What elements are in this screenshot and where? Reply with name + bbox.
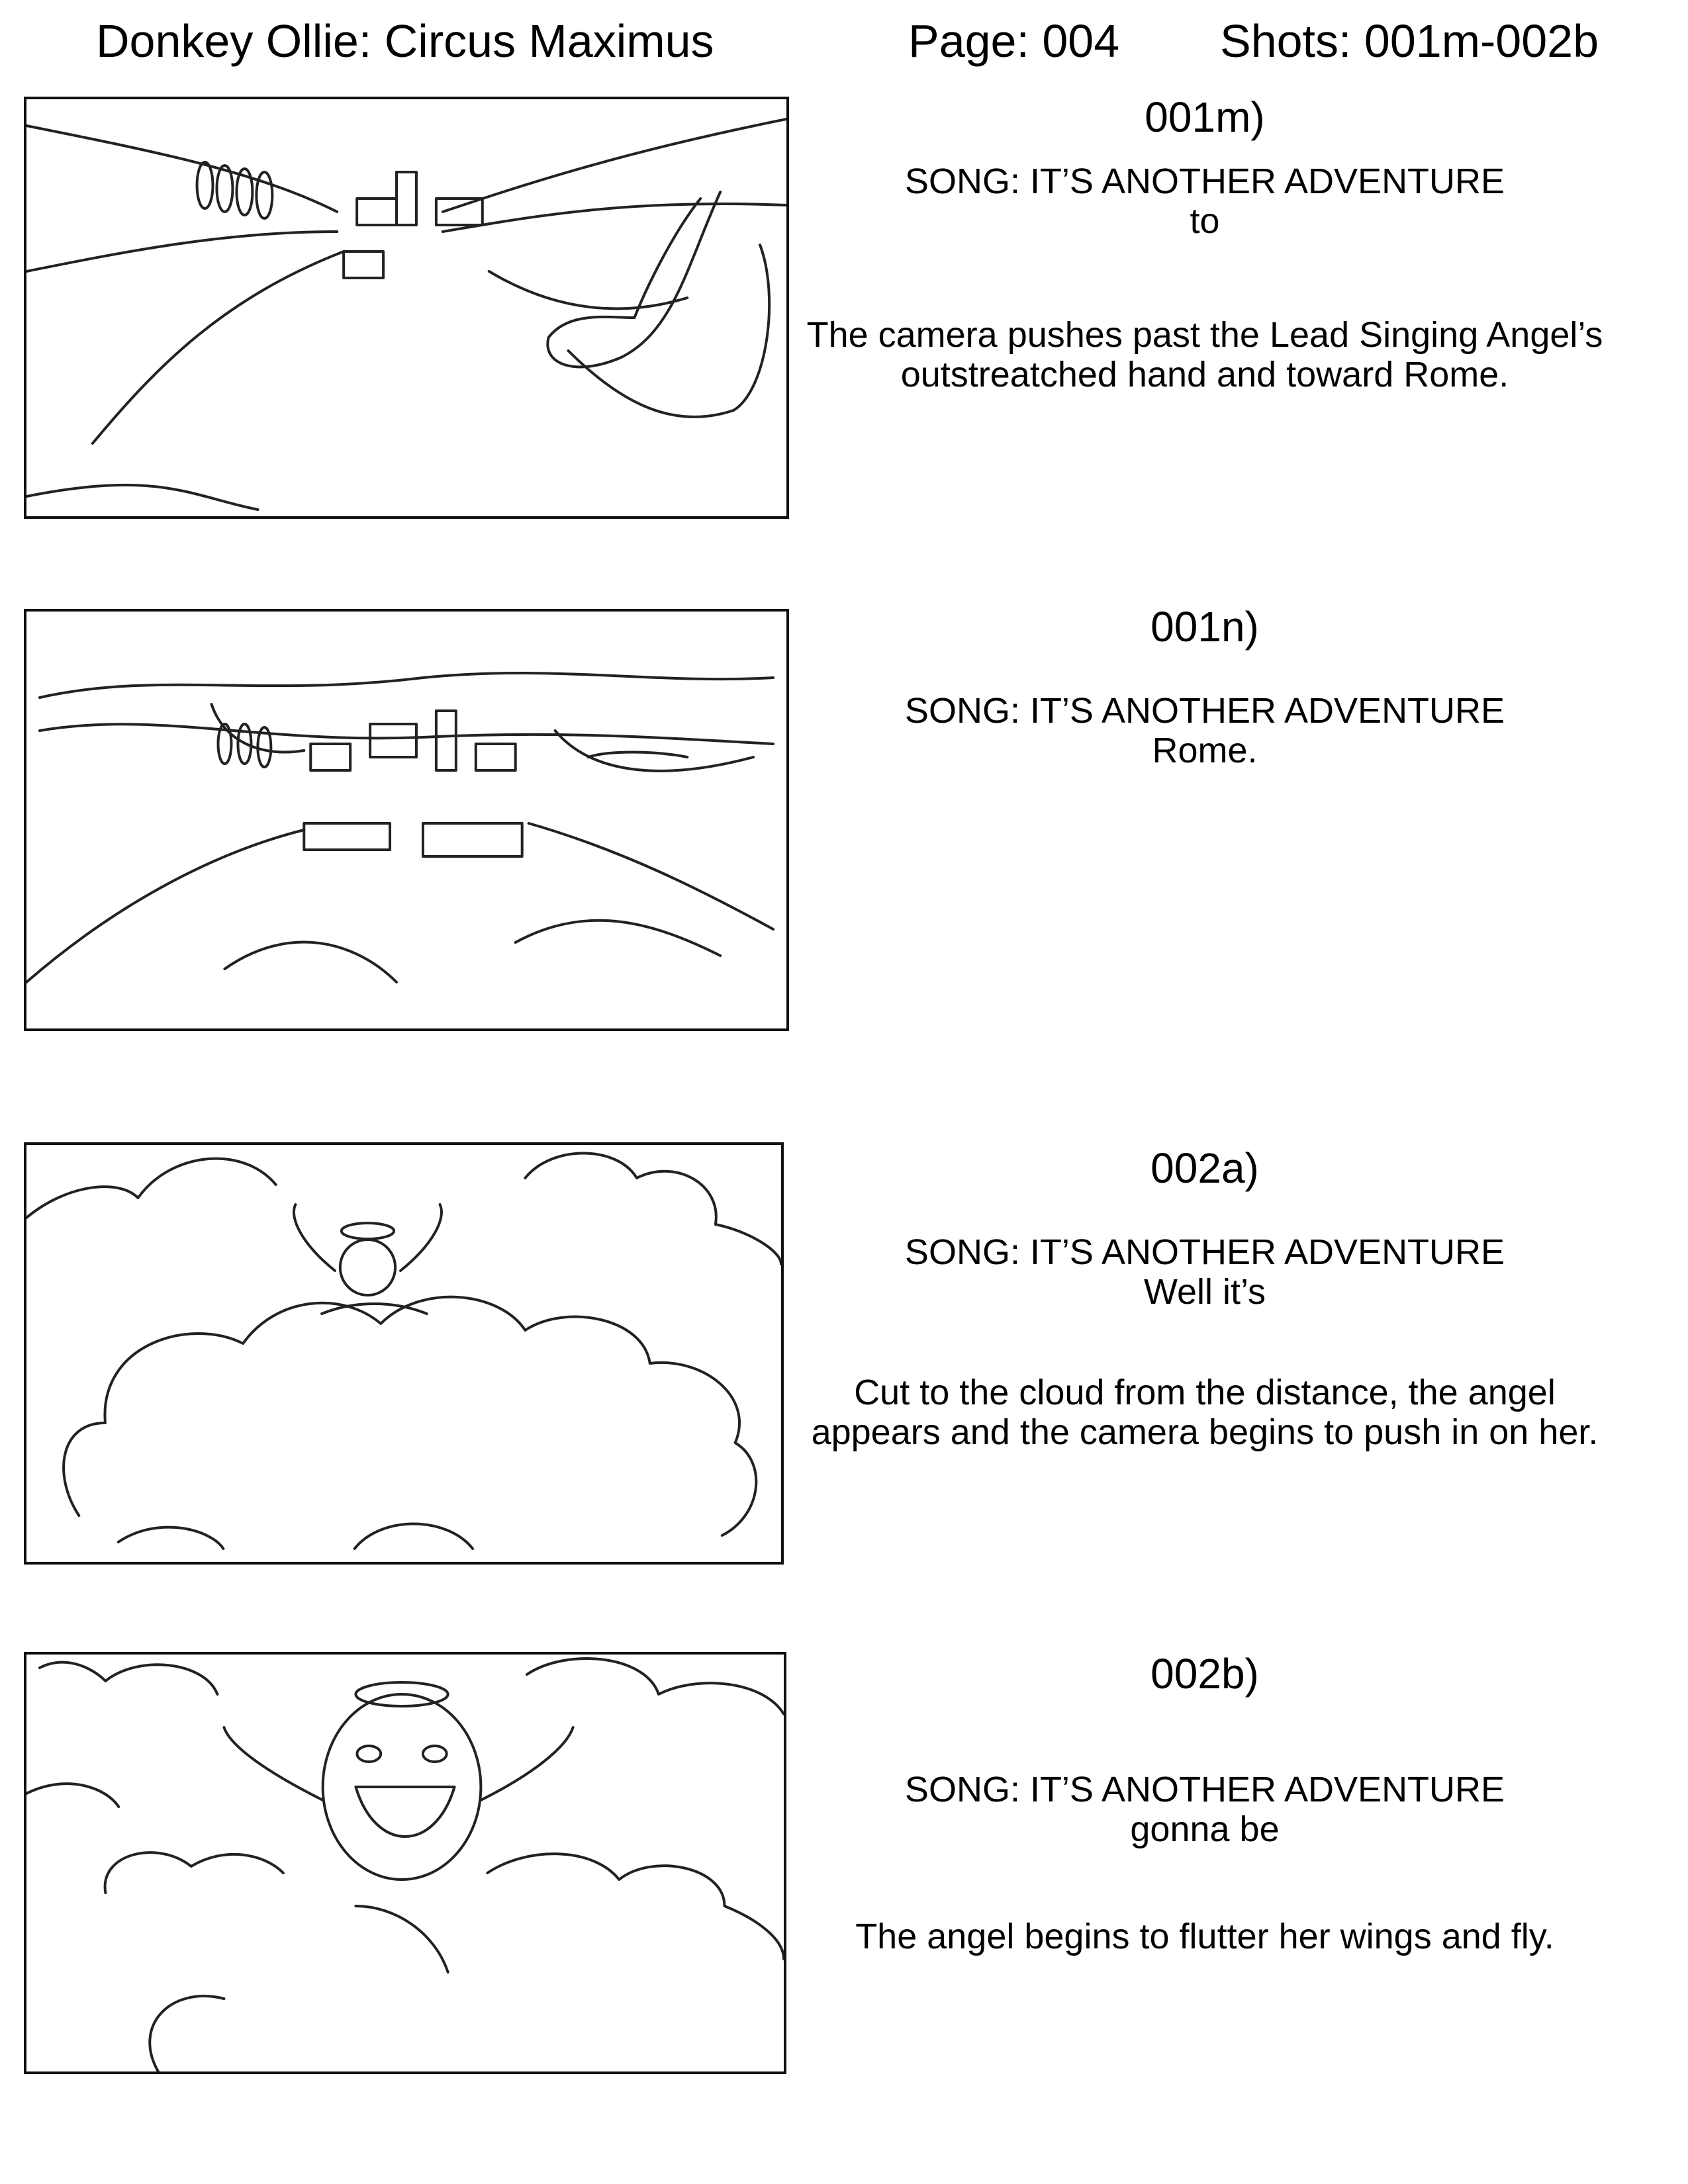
lyric: gonna be: [1130, 1809, 1280, 1849]
storyboard-title: Donkey Ollie: Circus Maximus: [96, 15, 714, 67]
song-title: SONG: IT’S ANOTHER ADVENTURE: [904, 161, 1505, 201]
panel-001m-sketch: [24, 97, 789, 519]
song-title: SONG: IT’S ANOTHER ADVENTURE: [904, 1770, 1505, 1809]
action-description: Cut to the cloud from the distance, the …: [811, 1373, 1599, 1452]
song-title: SONG: IT’S ANOTHER ADVENTURE: [904, 691, 1505, 731]
shot-label: 002a): [1150, 1144, 1259, 1192]
shot-label: 001n): [1150, 603, 1259, 651]
shot-label: 002b): [1150, 1650, 1259, 1698]
shot-label: 001m): [1145, 93, 1265, 141]
action-description: The camera pushes past the Lead Singing …: [806, 315, 1603, 394]
panel-002b-notes: 002b) SONG: IT’S ANOTHER ADVENTURE gonna…: [794, 1649, 1615, 1956]
page-number: Page: 004: [908, 15, 1120, 67]
lyric: to: [1190, 201, 1220, 241]
lyric: Rome.: [1152, 731, 1258, 770]
lyric: Well it’s: [1143, 1272, 1266, 1312]
panel-002a-sketch: [24, 1142, 784, 1565]
panel-002b-sketch: [24, 1652, 786, 2074]
panel-001n-sketch: [24, 609, 789, 1031]
panel-001n-notes: 001n) SONG: IT’S ANOTHER ADVENTURE Rome.: [794, 602, 1615, 770]
panel-002a-notes: 002a) SONG: IT’S ANOTHER ADVENTURE Well …: [794, 1144, 1615, 1452]
panel-001m-notes: 001m) SONG: IT’S ANOTHER ADVENTURE to Th…: [794, 93, 1615, 394]
action-description: The angel begins to flutter her wings an…: [855, 1917, 1554, 1956]
shot-range: Shots: 001m-002b: [1220, 15, 1599, 67]
song-title: SONG: IT’S ANOTHER ADVENTURE: [904, 1232, 1505, 1272]
